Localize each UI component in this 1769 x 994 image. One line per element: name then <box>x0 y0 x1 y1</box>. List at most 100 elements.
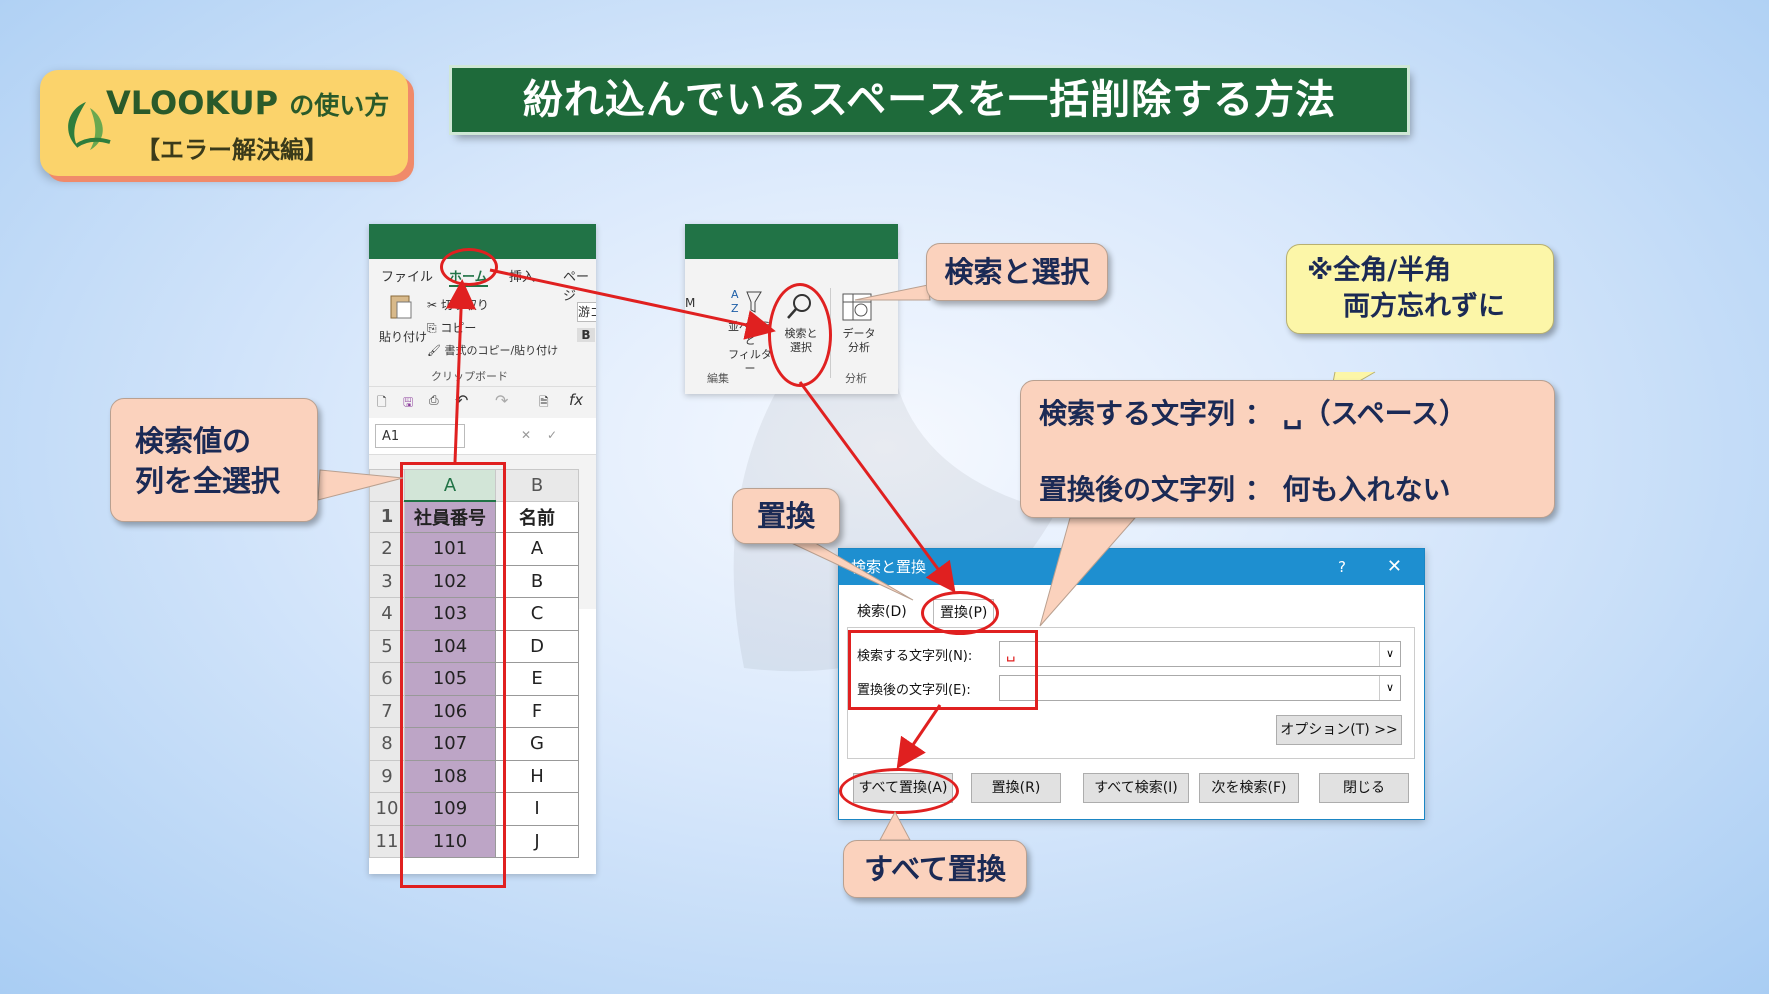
sort-filter-icon[interactable]: A Z <box>731 286 763 316</box>
row-number[interactable]: 4 <box>369 597 405 631</box>
col-header-a[interactable]: A <box>404 469 496 502</box>
fx-icon[interactable]: fx <box>569 391 584 409</box>
replace-with-field[interactable]: ∨ <box>999 675 1401 701</box>
cell-a[interactable]: 103 <box>404 597 496 631</box>
cell-a[interactable]: 107 <box>404 727 496 761</box>
edit-group-label: 編集 <box>707 372 729 385</box>
replace-button[interactable]: 置換(R) <box>971 773 1061 803</box>
clipboard-group-label: クリップボード <box>431 370 508 383</box>
dialog-titlebar: 検索と置換 ? ✕ <box>839 549 1424 585</box>
data-analysis-label[interactable]: データ 分析 <box>841 327 877 355</box>
find-next-button[interactable]: 次を検索(F) <box>1199 773 1299 803</box>
name-box[interactable]: A1 <box>375 424 465 448</box>
svg-text:Z: Z <box>731 302 739 315</box>
tab-file[interactable]: ファイル <box>381 270 434 285</box>
cell-a[interactable]: 102 <box>404 564 496 598</box>
find-what-field[interactable]: ␣ ∨ <box>999 641 1401 667</box>
col-header-b[interactable]: B <box>495 469 579 502</box>
cell-b[interactable]: I <box>495 792 579 826</box>
replace-tab-highlight <box>921 591 999 635</box>
redo-icon[interactable]: ↷ <box>495 391 509 410</box>
cell-b[interactable]: A <box>495 532 579 566</box>
row-number[interactable]: 9 <box>369 759 405 793</box>
cell-b[interactable]: C <box>495 597 579 631</box>
cell-a[interactable]: 105 <box>404 662 496 696</box>
callout-select-column-l2: 列を全選択 <box>135 464 281 498</box>
paste-label[interactable]: 貼り付け <box>379 330 428 344</box>
formula-enter-icon[interactable]: ✓ <box>547 428 558 442</box>
cell-a[interactable]: 社員番号 <box>404 500 496 533</box>
ribbon-m-label: M <box>685 296 696 310</box>
print-icon[interactable]: ⎙ <box>429 393 439 407</box>
tab-insert[interactable]: 挿入 <box>509 270 536 285</box>
row-number[interactable]: 2 <box>369 532 405 566</box>
preview-icon[interactable]: 🗎 <box>539 395 549 409</box>
cell-b[interactable]: F <box>495 694 579 728</box>
find-replace-fields-highlight <box>848 630 1038 710</box>
data-analysis-icon[interactable] <box>841 292 875 324</box>
cell-a[interactable]: 106 <box>404 694 496 728</box>
copy-button[interactable]: ⎘ コピー <box>427 321 477 335</box>
row-number[interactable]: 1 <box>369 500 405 533</box>
data-analysis-label-l1: データ <box>842 327 876 340</box>
find-what-label: 検索する文字列(N): <box>857 649 973 664</box>
paste-icon[interactable] <box>387 292 417 322</box>
bold-button[interactable]: B <box>577 328 595 342</box>
row-number[interactable]: 3 <box>369 564 405 598</box>
cell-b[interactable]: G <box>495 727 579 761</box>
row-number[interactable]: 8 <box>369 727 405 761</box>
cell-a[interactable]: 101 <box>404 532 496 566</box>
options-button[interactable]: オプション(T) >> <box>1276 715 1402 745</box>
close-icon[interactable]: ✕ <box>1386 556 1402 577</box>
row-number[interactable]: 6 <box>369 662 405 696</box>
undo-icon[interactable]: ↶ <box>455 391 469 410</box>
save-icon[interactable]: 🖫 <box>403 395 414 409</box>
dialog-close-button[interactable]: 閉じる <box>1319 773 1409 803</box>
find-dropdown-chevron-icon[interactable]: ∨ <box>1379 642 1400 666</box>
home-tab-highlight <box>440 248 498 286</box>
cell-b[interactable]: J <box>495 824 579 858</box>
cell-a[interactable]: 109 <box>404 792 496 826</box>
cell-b[interactable]: D <box>495 629 579 663</box>
cell-b[interactable]: 名前 <box>495 500 579 533</box>
badge-subtitle: 【エラー解決編】 <box>136 136 328 164</box>
new-file-icon[interactable]: 🗋 <box>377 395 387 409</box>
cell-a[interactable]: 110 <box>404 824 496 858</box>
badge-title: VLOOKUP の使い方 <box>106 84 389 122</box>
tab-page[interactable]: ページ <box>563 270 590 304</box>
excel-title-bar-2 <box>685 224 898 259</box>
analysis-group-label: 分析 <box>845 372 867 385</box>
format-copy-button[interactable]: 🖌 書式のコピー/貼り付け <box>427 344 559 357</box>
badge-title-sub: の使い方 <box>289 91 390 120</box>
formula-cancel-icon[interactable]: ✕ <box>521 428 532 442</box>
replace-dropdown-chevron-icon[interactable]: ∨ <box>1379 676 1400 700</box>
row-number[interactable]: 7 <box>369 694 405 728</box>
vlookup-badge: VLOOKUP の使い方 【エラー解決編】 <box>40 70 408 176</box>
callout-both-widths: ※全角/半角 両方忘れずに <box>1286 244 1554 334</box>
callout-replace-all: すべて置換 <box>843 840 1027 898</box>
tab-find[interactable]: 検索(D) <box>857 604 907 620</box>
cut-label: 切り取り <box>440 298 489 312</box>
cell-b[interactable]: H <box>495 759 579 793</box>
callout-select-column: 検索値の 列を全選択 <box>110 398 318 522</box>
cell-b[interactable]: E <box>495 662 579 696</box>
dialog-title: 検索と置換 <box>851 558 927 576</box>
cut-button[interactable]: ✂ 切り取り <box>427 298 489 312</box>
leaf-logo-icon <box>68 102 111 150</box>
cell-b[interactable]: B <box>495 564 579 598</box>
help-icon[interactable]: ? <box>1338 558 1346 576</box>
column-a-highlight <box>400 462 506 888</box>
font-box[interactable]: 游ゴ <box>577 302 596 322</box>
find-all-button[interactable]: すべて検索(I) <box>1083 773 1189 803</box>
format-copy-label: 書式のコピー/貼り付け <box>444 344 559 357</box>
row-number[interactable]: 11 <box>369 824 405 858</box>
find-what-value: ␣ <box>1006 644 1016 662</box>
